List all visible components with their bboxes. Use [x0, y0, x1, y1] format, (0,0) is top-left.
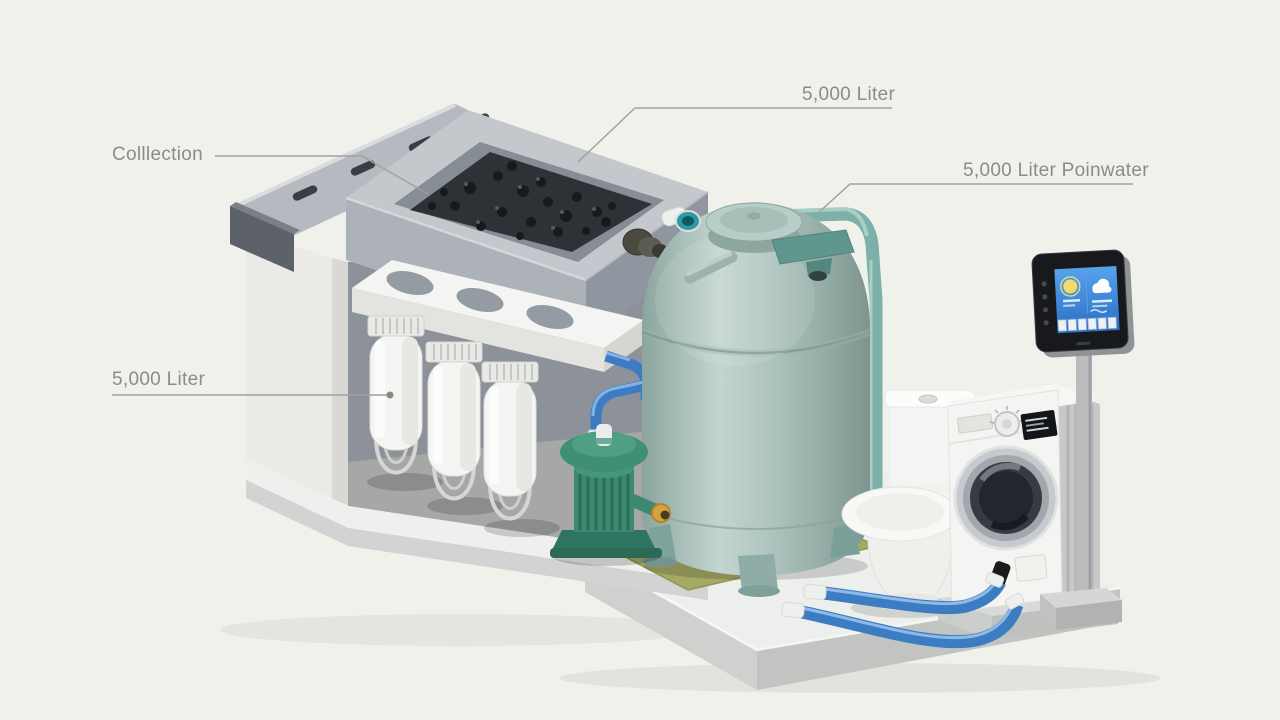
- flush-button: [918, 394, 938, 404]
- manifold-ports: [386, 270, 574, 330]
- storage-tank: [640, 202, 872, 597]
- washing-machine: [938, 384, 1118, 640]
- label-filter-capacity: 5,000 Liter: [112, 369, 206, 390]
- filter-hatch: [1014, 554, 1048, 582]
- inlet-port: [661, 206, 701, 232]
- tank-lid: [705, 202, 803, 253]
- supply-hoses: [781, 561, 1025, 649]
- leader-outlet-capacity: [816, 183, 1133, 215]
- sun-icon: [1060, 276, 1081, 297]
- detergent-drawer: [956, 413, 994, 434]
- bezel-buttons: [1041, 281, 1049, 326]
- leader-collection: [215, 155, 429, 195]
- screen-key-row: [1057, 316, 1117, 332]
- ground-shadows: [220, 614, 1160, 693]
- leader-lines: [112, 107, 1133, 399]
- label-tank-capacity: 5,000 Liter: [802, 84, 896, 105]
- pipe-bracket: [771, 229, 855, 281]
- washer-display: [1020, 410, 1058, 440]
- tank-legs: [643, 524, 860, 597]
- teal-pipe: [787, 206, 883, 505]
- gravel-media: [428, 161, 616, 240]
- tank-handle: [684, 251, 738, 284]
- leader-tank-capacity: [577, 107, 892, 163]
- transfer-pump: [550, 424, 671, 566]
- program-dial: [989, 406, 1025, 437]
- collection-basin: [345, 110, 709, 342]
- control-touchscreen: [1031, 249, 1135, 630]
- washer-door: [953, 445, 1059, 551]
- drain-fitting: [622, 228, 668, 258]
- label-outlet-capacity: 5,000 Liter Poinwater: [963, 160, 1149, 181]
- label-collection: Colllection: [112, 144, 203, 165]
- cloud-icon: [1092, 278, 1112, 294]
